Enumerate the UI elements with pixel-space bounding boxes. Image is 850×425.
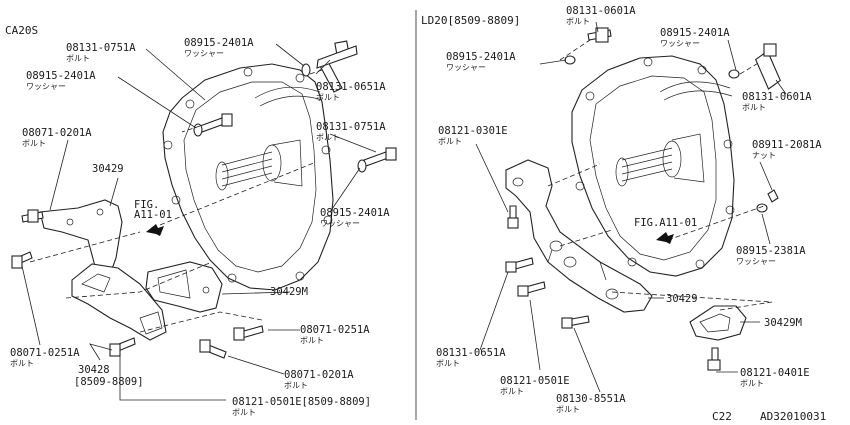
label-r-08915-2401A-left: 08915-2401A xyxy=(446,51,516,63)
label-r-08915-2381A: 08915-2381A xyxy=(736,245,806,257)
footer-diagram-id: AD32010031 xyxy=(760,410,826,423)
left-clutch-housing xyxy=(162,63,334,291)
svg-text:ボルト: ボルト xyxy=(232,408,256,417)
left-leaders xyxy=(21,43,377,401)
svg-text:ボルト: ボルト xyxy=(566,17,590,26)
label-08131-0751A-right: 08131-0751A xyxy=(316,121,386,133)
label-30428-range: [8509-8809] xyxy=(74,376,144,388)
label-08071-0201A-left: 08071-0201A xyxy=(22,127,92,139)
label-08071-0201A-low: 08071-0201A xyxy=(284,369,354,381)
svg-text:ボルト: ボルト xyxy=(742,103,766,112)
label-r-08131-0601A-top: 08131-0601A xyxy=(566,5,636,17)
label-r-08121-0501E: 08121-0501E xyxy=(500,375,570,387)
label-r-08911-2081A: 08911-2081A xyxy=(752,139,822,151)
right-clutch-housing xyxy=(571,55,735,277)
svg-text:ボルト: ボルト xyxy=(500,387,524,396)
svg-text:ボルト: ボルト xyxy=(66,54,90,63)
label-fig-left-ref: A11-01 xyxy=(134,209,172,221)
left-bracket-30429M xyxy=(145,261,223,313)
label-08071-0251A-right: 08071-0251A xyxy=(300,324,370,336)
label-r-08915-2401A-right: 08915-2401A xyxy=(660,27,730,39)
left-fig-arrow xyxy=(146,224,164,236)
label-r-30429M: 30429M xyxy=(764,317,802,329)
svg-text:ボルト: ボルト xyxy=(740,379,764,388)
svg-text:ナット: ナット xyxy=(752,151,776,160)
svg-text:ボルト: ボルト xyxy=(438,137,462,146)
svg-text:ワッシャー: ワッシャー xyxy=(184,49,224,58)
right-fig-arrow xyxy=(656,232,674,244)
svg-text:ボルト: ボルト xyxy=(316,133,340,142)
label-08121-0501E-left: 08121-0501E[8509-8809] xyxy=(232,396,371,408)
svg-text:ボルト: ボルト xyxy=(10,359,34,368)
svg-text:ボルト: ボルト xyxy=(556,405,580,414)
label-r-30429: 30429 xyxy=(666,293,698,305)
label-08915-2401A-top: 08915-2401A xyxy=(184,37,254,49)
label-08915-2401A-mid: 08915-2401A xyxy=(26,70,96,82)
right-section-title: LD20[8509-8809] xyxy=(421,14,520,27)
svg-text:ワッシャー: ワッシャー xyxy=(320,219,360,228)
svg-text:ワッシャー: ワッシャー xyxy=(446,63,486,72)
right-leaders xyxy=(475,21,787,393)
label-08131-0651A: 08131-0651A xyxy=(316,81,386,93)
label-30429-left: 30429 xyxy=(92,163,124,175)
svg-text:ワッシャー: ワッシャー xyxy=(660,39,700,48)
label-08131-0751A-top: 08131-0751A xyxy=(66,42,136,54)
svg-text:ワッシャー: ワッシャー xyxy=(736,257,776,266)
svg-text:ボルト: ボルト xyxy=(316,93,340,102)
svg-text:ボルト: ボルト xyxy=(22,139,46,148)
left-mount-30428 xyxy=(71,263,167,341)
label-r-08131-0601A-right: 08131-0601A xyxy=(742,91,812,103)
label-08915-2401A-low: 08915-2401A xyxy=(320,207,390,219)
label-fig-left: FIG. xyxy=(134,199,159,211)
svg-text:ボルト: ボルト xyxy=(436,359,460,368)
label-r-08130-8551A: 08130-8551A xyxy=(556,393,626,405)
label-30428: 30428 xyxy=(78,364,110,376)
label-r-08131-0651A: 08131-0651A xyxy=(436,347,506,359)
svg-text:ワッシャー: ワッシャー xyxy=(26,82,66,91)
label-r-fig: FIG.A11-01 xyxy=(634,217,697,229)
left-section-title: CA20S xyxy=(5,24,38,37)
label-r-08121-0301E: 08121-0301E xyxy=(438,125,508,137)
right-mount-30429M xyxy=(689,305,747,341)
svg-text:ボルト: ボルト xyxy=(284,381,308,390)
label-08071-0251A-left: 08071-0251A xyxy=(10,347,80,359)
footer-page: C22 xyxy=(712,410,732,423)
svg-text:ボルト: ボルト xyxy=(300,336,324,345)
right-bracket-30429 xyxy=(505,159,653,313)
label-r-08121-0401E: 08121-0401E xyxy=(740,367,810,379)
label-30429M-left: 30429M xyxy=(270,286,308,298)
right-labels: 08131-0601A ボルト 08915-2401A ワッシャー 08915-… xyxy=(436,5,822,414)
left-labels: 08131-0751A ボルト 08915-2401A ワッシャー 08915-… xyxy=(10,37,390,417)
right-bolts xyxy=(505,27,781,371)
